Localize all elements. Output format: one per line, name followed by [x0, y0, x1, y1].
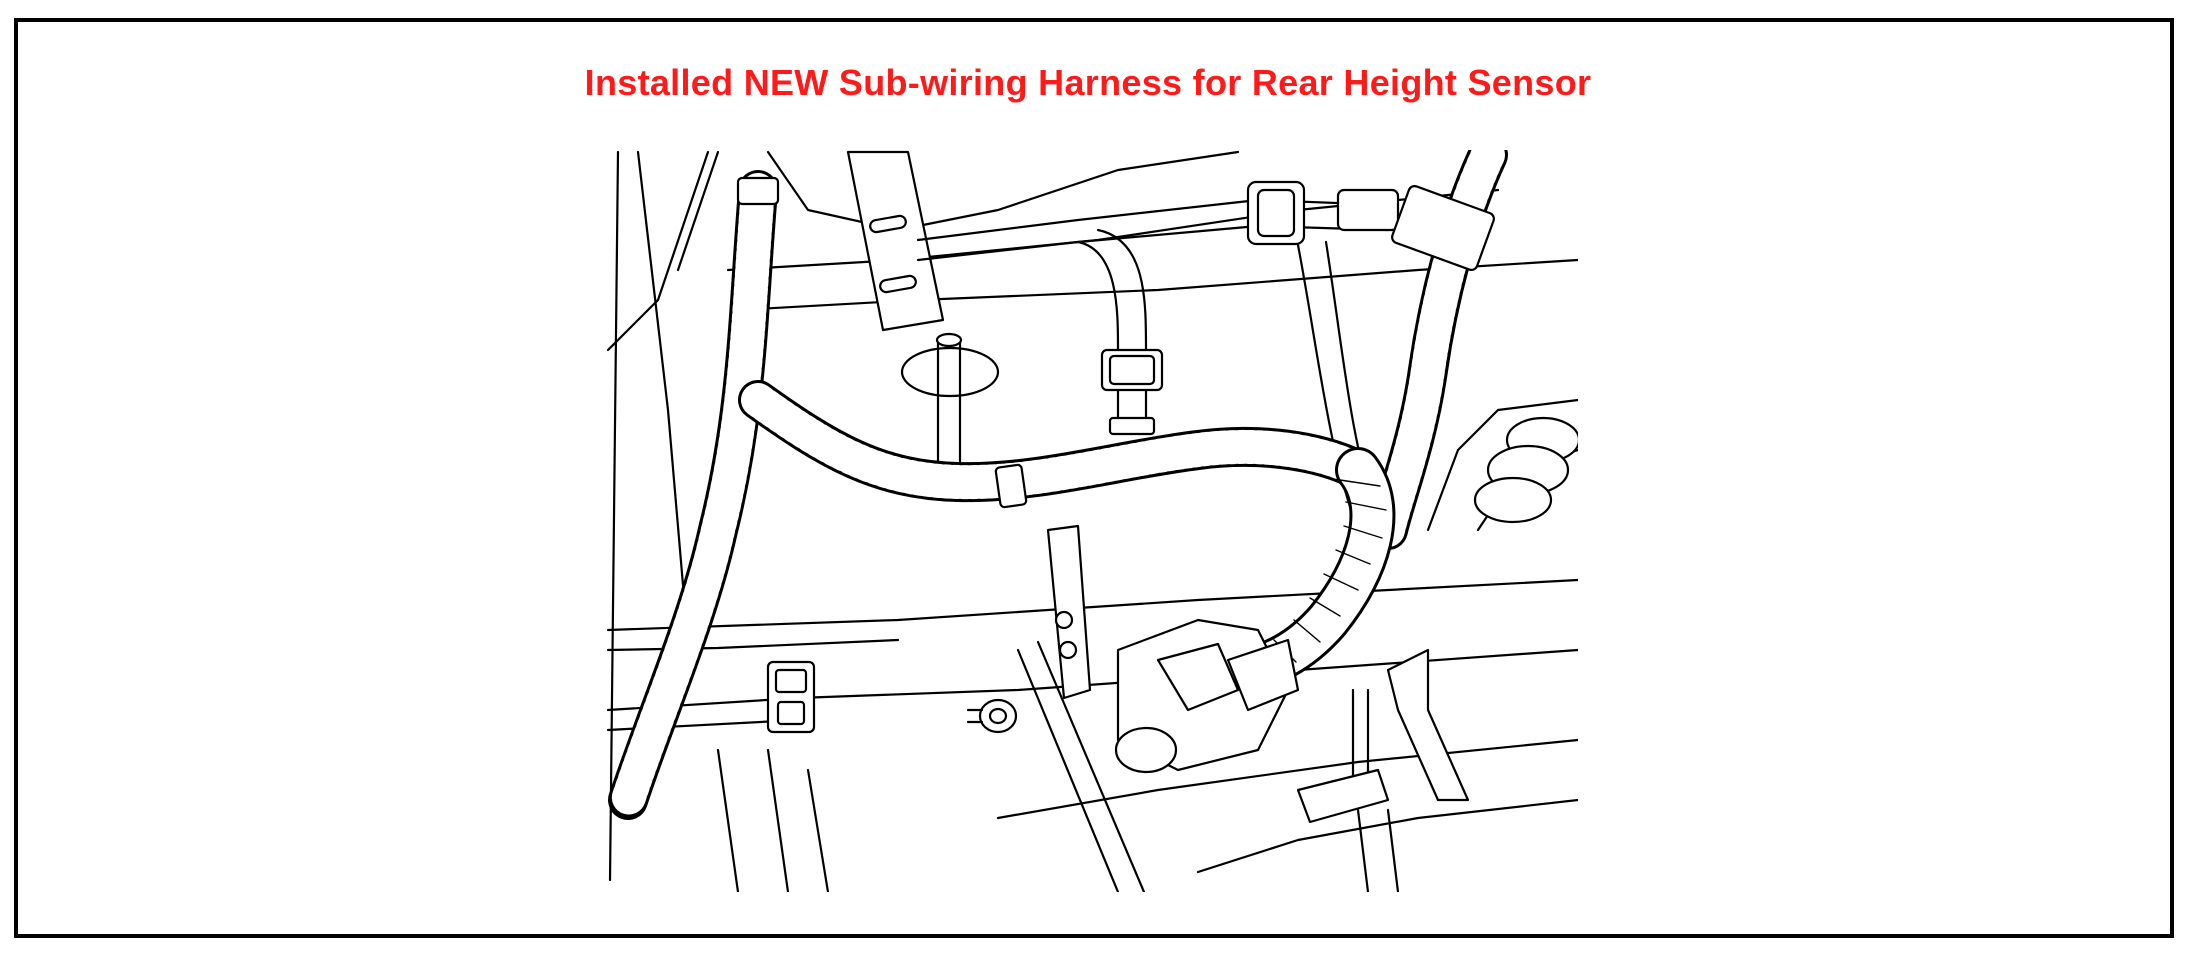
upper-pipe-and-connectors — [916, 180, 1495, 532]
rear-height-sensor — [966, 524, 1300, 892]
left-corrugated-conduit — [608, 170, 780, 820]
rear-height-sensor-illustration — [598, 150, 1578, 892]
figure-title: Installed NEW Sub-wiring Harness for Rea… — [584, 62, 1592, 103]
harness-clip — [766, 660, 816, 734]
